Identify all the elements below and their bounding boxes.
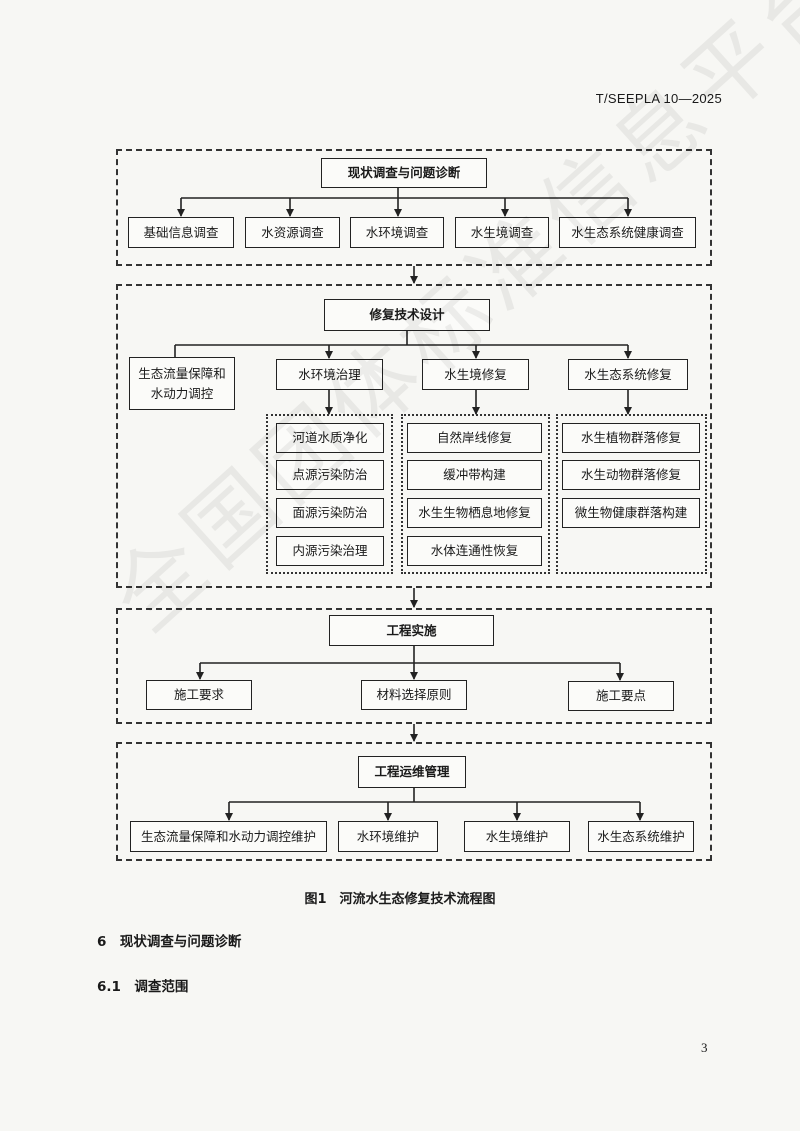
design-flow-line-1: 生态流量保障和 [138,365,226,381]
survey-item-habitat: 水生境调查 [455,217,549,248]
impl-item-material-selection: 材料选择原则 [361,680,467,710]
item-natural-shoreline: 自然岸线修复 [407,423,542,453]
item-buffer-zone: 缓冲带构建 [407,460,542,490]
item-water-connectivity: 水体连通性恢复 [407,536,542,566]
figure-caption: 图1 河流水生态修复技术流程图 [304,892,496,907]
item-point-source-control: 点源污染防治 [276,460,384,490]
design-title-box: 修复技术设计 [324,299,490,331]
maint-item-ecosystem: 水生态系统维护 [588,821,694,852]
branch-water-environment: 水环境治理 [276,359,383,390]
impl-item-construction-points: 施工要点 [568,681,674,711]
group-habitat [401,414,550,574]
section-heading-6: 6 现状调查与问题诊断 [97,934,242,950]
survey-item-water-resources: 水资源调查 [245,217,340,248]
branch-habitat: 水生境修复 [422,359,529,390]
section-survey [116,149,712,266]
survey-item-water-environment: 水环境调查 [350,217,444,248]
impl-item-construction-requirements: 施工要求 [146,680,252,710]
survey-item-ecosystem-health: 水生态系统健康调查 [559,217,696,248]
section-implementation [116,608,712,724]
group-water-environment [266,414,393,574]
item-aquatic-plant-community: 水生植物群落修复 [562,423,700,453]
group-ecosystem [556,414,707,574]
item-aquatic-animal-community: 水生动物群落修复 [562,460,700,490]
section-heading-6-1: 6.1 调查范围 [97,979,189,995]
item-nonpoint-source-control: 面源污染防治 [276,498,384,528]
design-flow-box: 生态流量保障和 水动力调控 [129,357,235,410]
design-flow-line-2: 水动力调控 [150,385,214,401]
item-aquatic-habitat: 水生生物栖息地修复 [407,498,542,528]
maint-item-habitat: 水生境维护 [464,821,570,852]
maint-item-flow-hydrodynamics: 生态流量保障和水动力调控维护 [130,821,327,852]
page-number: 3 [701,1040,708,1055]
implementation-title-box: 工程实施 [329,615,494,646]
survey-title-box: 现状调查与问题诊断 [321,158,487,188]
item-river-water-purification: 河道水质净化 [276,423,384,453]
item-internal-source-control: 内源污染治理 [276,536,384,566]
document-code: T/SEEPLA 10—2025 [595,91,722,106]
maint-item-water-environment: 水环境维护 [338,821,438,852]
branch-ecosystem: 水生态系统修复 [568,359,688,390]
section-maintenance [116,742,712,861]
survey-item-basic-info: 基础信息调查 [128,217,234,248]
item-microbial-community: 微生物健康群落构建 [562,498,700,528]
maintenance-title-box: 工程运维管理 [358,756,466,788]
section-design [116,284,712,588]
